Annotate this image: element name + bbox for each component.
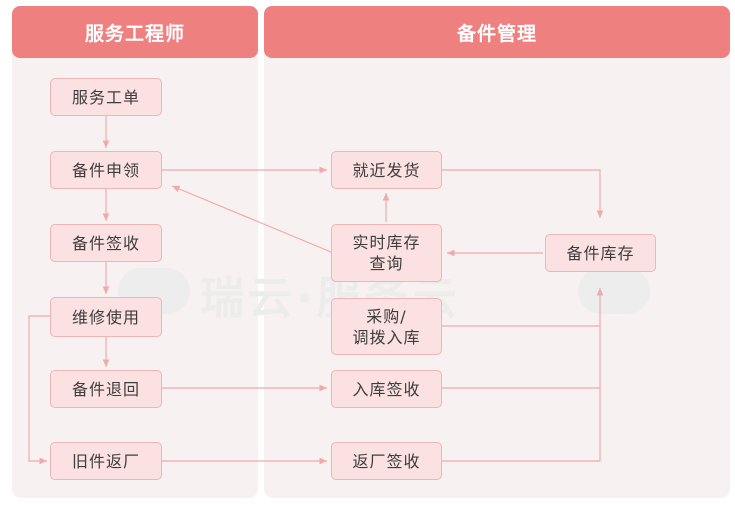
edge-factory-signoff-to-inventory bbox=[442, 288, 604, 462]
node-parts-request[interactable]: 备件申领 bbox=[50, 151, 162, 189]
node-parts-signoff[interactable]: 备件签收 bbox=[50, 224, 162, 262]
node-inbound-signoff[interactable]: 入库签收 bbox=[331, 370, 442, 408]
node-realtime-inventory-query[interactable]: 实时库存 查询 bbox=[331, 224, 442, 282]
watermark-logo-icon bbox=[578, 268, 650, 314]
node-nearby-shipping[interactable]: 就近发货 bbox=[331, 151, 442, 189]
lane-header-service-engineer: 服务工程师 bbox=[12, 6, 258, 58]
node-service-order[interactable]: 服务工单 bbox=[50, 78, 162, 116]
node-return-factory-signoff[interactable]: 返厂签收 bbox=[331, 442, 442, 480]
node-old-return-factory[interactable]: 旧件返厂 bbox=[50, 442, 162, 480]
edge-shipping-to-inventory bbox=[442, 169, 604, 218]
edge-use-to-old-return bbox=[28, 315, 50, 465]
node-purchase-transfer-in[interactable]: 采购/ 调拨入库 bbox=[331, 298, 442, 355]
node-repair-use[interactable]: 维修使用 bbox=[50, 297, 162, 337]
node-parts-return[interactable]: 备件退回 bbox=[50, 370, 162, 408]
lane-header-parts-management: 备件管理 bbox=[264, 6, 730, 58]
node-parts-inventory[interactable]: 备件库存 bbox=[545, 234, 656, 272]
edge-query-to-request bbox=[171, 185, 332, 253]
